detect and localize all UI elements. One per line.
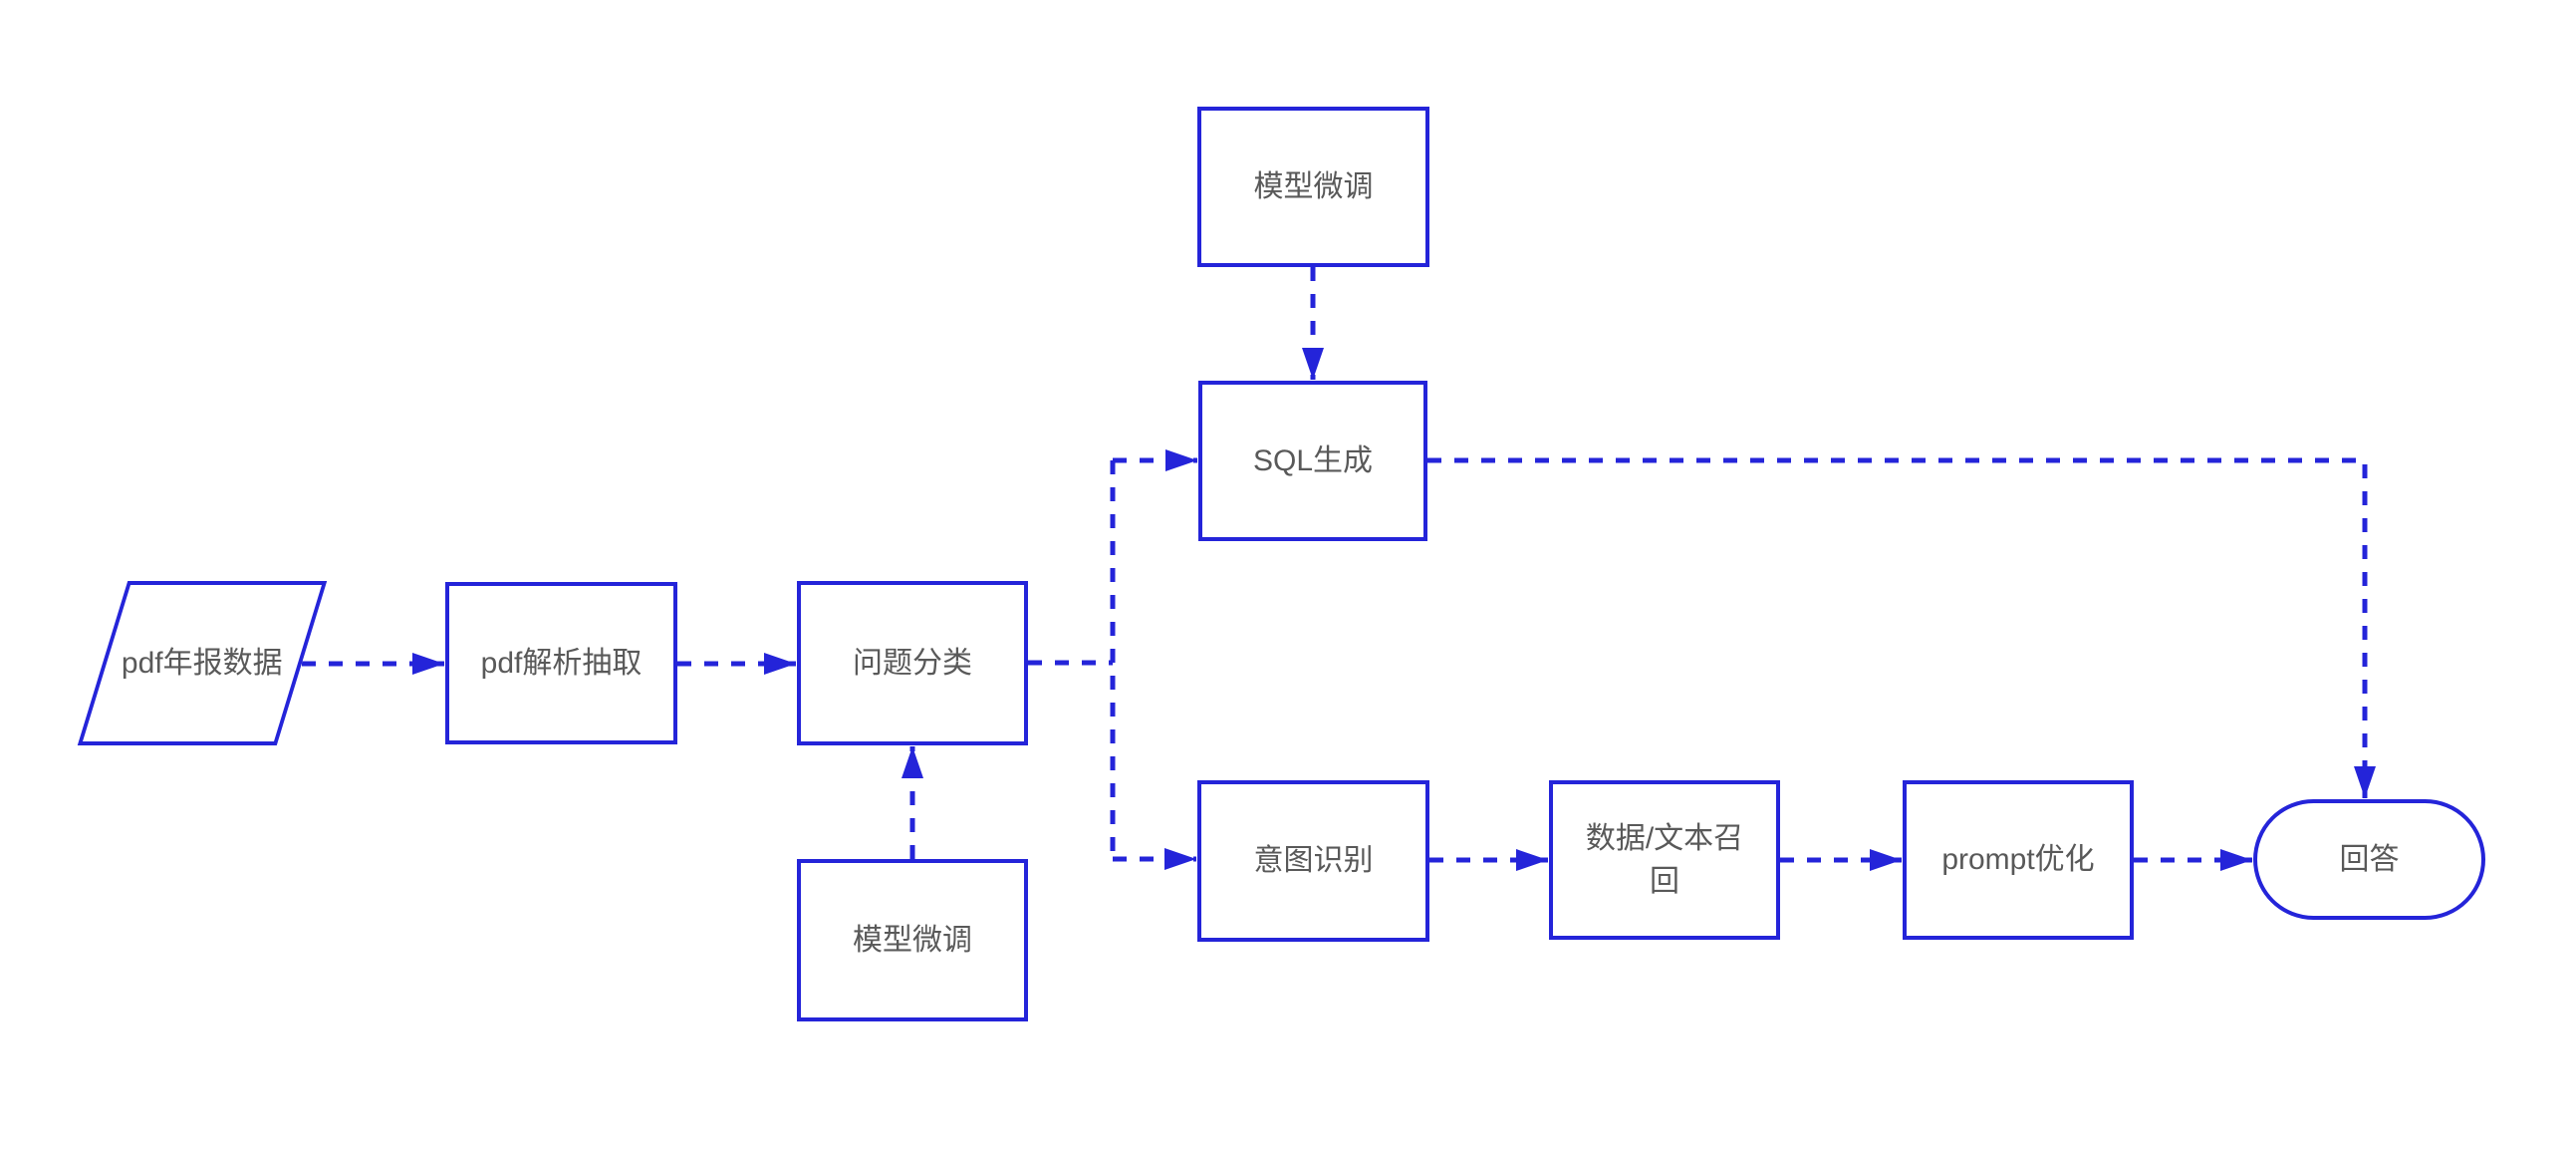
node-label-intent-recognition: 意图识别 bbox=[1253, 844, 1374, 878]
node-label-pdf-annual-report-data: pdf年报数据 bbox=[122, 646, 283, 680]
node-label-data-text-recall: 数据/文本召回 bbox=[1585, 821, 1744, 899]
node-model-finetune-top: 模型微调 bbox=[1197, 107, 1429, 267]
node-label-prompt-optimization: prompt优化 bbox=[1941, 843, 2095, 877]
node-model-finetune-bottom: 模型微调 bbox=[797, 859, 1028, 1021]
node-label-question-classification: 问题分类 bbox=[853, 646, 972, 680]
node-intent-recognition: 意图识别 bbox=[1197, 780, 1429, 942]
node-label-sql-generation: SQL生成 bbox=[1252, 443, 1374, 477]
node-label-pdf-parse-extract: pdf解析抽取 bbox=[480, 646, 643, 680]
node-label-answer: 回答 bbox=[2339, 842, 2400, 876]
node-label-model-finetune-top: 模型微调 bbox=[1253, 169, 1374, 203]
node-question-classification: 问题分类 bbox=[797, 581, 1028, 745]
node-answer: 回答 bbox=[2253, 799, 2485, 920]
node-prompt-optimization: prompt优化 bbox=[1903, 780, 2134, 940]
edge-sql-generation-to-answer bbox=[1427, 457, 2376, 798]
node-sql-generation: SQL生成 bbox=[1198, 381, 1427, 541]
node-data-text-recall: 数据/文本召回 bbox=[1549, 780, 1780, 940]
node-label-model-finetune-bottom: 模型微调 bbox=[853, 923, 972, 957]
node-pdf-parse-extract: pdf解析抽取 bbox=[445, 582, 677, 744]
